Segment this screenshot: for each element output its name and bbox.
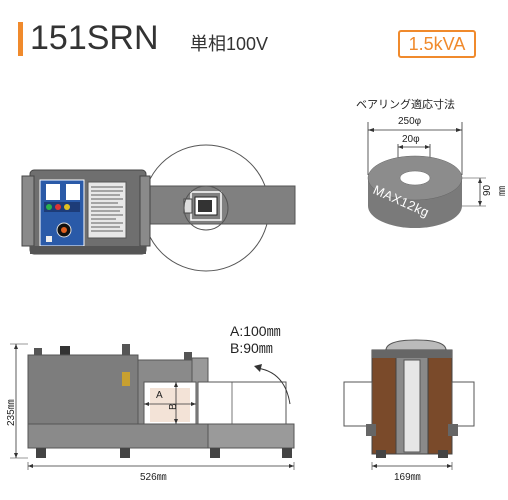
front-width-dim: 526㎜: [140, 472, 167, 483]
bearing-inner-dia: 20φ: [402, 134, 420, 145]
side-view: [343, 339, 475, 470]
top-view: [21, 144, 296, 272]
front-height-dim: 235㎜: [6, 399, 17, 426]
bearing-diagram: [367, 122, 486, 228]
side-width-dim: 169㎜: [394, 472, 421, 483]
model-accent-bar: [18, 22, 23, 56]
label-b: B: [168, 403, 179, 410]
front-view: [10, 343, 295, 470]
phase-voltage: 単相100V: [190, 34, 269, 54]
dimension-a-value: A:100㎜: [230, 323, 281, 339]
bearing-outer-dia: 250φ: [398, 116, 422, 127]
model-name: 151SRN: [30, 19, 159, 57]
bearing-title: ベアリング適応寸法: [356, 99, 455, 111]
label-a: A: [156, 390, 163, 401]
bearing-height: 90㎜: [482, 184, 508, 196]
dimension-b-value: B:90㎜: [230, 340, 273, 356]
capacity-badge: 1.5kVA: [398, 30, 476, 58]
